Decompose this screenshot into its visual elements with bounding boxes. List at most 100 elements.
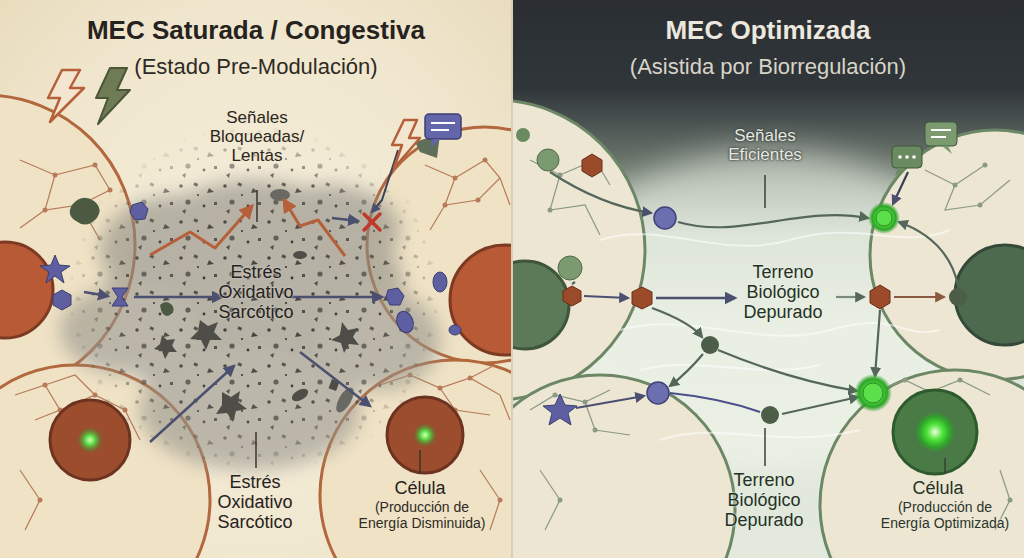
- cell-top-left-part: [513, 100, 645, 400]
- panel-divider: [511, 0, 513, 558]
- green-blobs-part: [160, 302, 174, 316]
- cell-bottom-left-part: [530, 390, 630, 530]
- cell-top-right-part: [925, 165, 1010, 210]
- signal-molecules-part: [40, 255, 70, 283]
- clean-molecules-part: [761, 406, 779, 424]
- green-blobs-part: [70, 198, 100, 225]
- efficient-arrows: [550, 172, 958, 414]
- debris-clumps-part: [293, 251, 307, 259]
- cell-bottom-left: [513, 375, 735, 558]
- blocked-signal-arrows-part: [284, 200, 345, 256]
- flow-arrows-part: [300, 352, 370, 406]
- chat-icons-part: [912, 155, 916, 159]
- cell-bottom-left-part: [553, 393, 558, 398]
- efficient-arrows-part: [875, 310, 880, 376]
- efficient-arrows-part: [678, 215, 868, 227]
- debris-clumps-part: [270, 189, 290, 201]
- leader-lines-part: [944, 458, 946, 474]
- terrain-label: Terreno Biológico Depurado: [728, 262, 838, 322]
- flow-arrows-part: [84, 292, 108, 296]
- clean-molecules: [516, 128, 967, 425]
- signal-molecules-part: [130, 202, 148, 220]
- debris-clumps-part: [290, 386, 311, 404]
- stress-icons-part: [96, 68, 130, 124]
- efficient-arrows-part: [656, 297, 735, 300]
- flow-currents-part: [620, 323, 940, 336]
- leader-lines-part: [419, 450, 421, 474]
- flow-currents-part: [640, 365, 820, 370]
- leader-lines-part: [764, 428, 766, 466]
- debris-clumps-part: [331, 322, 359, 353]
- right-illustration: [513, 100, 1024, 558]
- chat-icons-part: [898, 155, 902, 159]
- chat-icons-part: [942, 146, 952, 154]
- chat-icons-part: [892, 146, 922, 168]
- clean-molecules-part: [876, 210, 892, 226]
- stress-label: Estrés Oxidativo Sarcótico: [196, 262, 316, 322]
- clean-molecules-part: [543, 394, 577, 425]
- stress-icons-part: [425, 114, 461, 139]
- cell-bottom-right-part: [893, 390, 977, 474]
- leader-lines: [765, 175, 945, 474]
- stress-label: Estrés Oxidativo Sarcótico: [195, 472, 315, 532]
- signal-molecules-part: [449, 325, 461, 335]
- stress-icons: [48, 68, 461, 168]
- efficient-arrows-part: [576, 396, 644, 408]
- signal-label: Señales Bloqueadas/ Lentas: [197, 108, 317, 165]
- efficient-arrows-part: [550, 172, 651, 213]
- efficient-arrows-part: [893, 172, 908, 204]
- clean-molecules-part: [654, 207, 676, 229]
- cell-caption: (Producción de Energía Disminuida): [352, 500, 492, 531]
- stress-icons-part: [392, 120, 420, 168]
- left-illustration: [0, 68, 511, 558]
- debris-clumps-part: [333, 385, 357, 415]
- flow-arrows: [84, 218, 382, 442]
- cell-top-right-part: [483, 158, 488, 163]
- clean-molecules-part: [863, 383, 883, 403]
- cell-label: Célula: [863, 478, 1013, 498]
- cell-bottom-right-part: [903, 378, 908, 383]
- blocked-mark-part: [364, 214, 380, 230]
- cell-bottom-right-part: [915, 412, 955, 452]
- signal-molecules-part: [386, 288, 404, 305]
- clean-molecules-part: [647, 382, 669, 404]
- cell-top-right-part: [978, 203, 983, 208]
- efficient-arrows-part: [670, 354, 703, 386]
- chat-icons-part: [905, 155, 909, 159]
- stress-icons-part: [431, 122, 455, 124]
- efficient-arrows-part: [584, 296, 628, 298]
- cell-bottom-right-part: [498, 498, 503, 503]
- panel-title: MEC Saturada / Congestiva: [0, 16, 512, 46]
- chat-icons: [892, 122, 957, 176]
- blocked-signal-arrows-part: [150, 206, 252, 255]
- flow-currents-part: [600, 230, 950, 246]
- efficient-arrows-part: [899, 222, 958, 285]
- chat-icons-part: [895, 168, 905, 176]
- clean-molecules-part: [563, 286, 581, 306]
- cell-top-right-part: [870, 130, 1024, 380]
- signal-molecules: [40, 202, 461, 335]
- clean-molecules-part: [582, 154, 602, 177]
- cell-label: Célula: [345, 478, 495, 498]
- chat-icons-part: [925, 122, 957, 146]
- signal-molecules-part: [53, 290, 71, 310]
- flow-currents-part: [660, 430, 860, 440]
- efficient-arrows-part: [572, 282, 575, 284]
- panel-subtitle: (Asistida por Biorregulación): [512, 54, 1024, 79]
- clean-molecules-part: [537, 149, 559, 171]
- chat-icons-part: [931, 136, 946, 138]
- signal-molecules-part: [433, 272, 447, 292]
- panel-title: MEC Optimizada: [512, 16, 1024, 46]
- clean-molecules-part: [870, 285, 890, 309]
- leader-lines-part: [764, 175, 766, 208]
- cell-bottom-left-part: [583, 400, 588, 405]
- debris-clumps: [154, 189, 359, 422]
- blocked-mark: [364, 214, 380, 230]
- cell-top-right-part: [983, 163, 988, 168]
- efficient-arrows-part: [670, 393, 760, 412]
- leader-lines: [256, 190, 420, 474]
- efficient-arrows-part: [652, 308, 702, 337]
- signal-molecules-part: [112, 288, 128, 306]
